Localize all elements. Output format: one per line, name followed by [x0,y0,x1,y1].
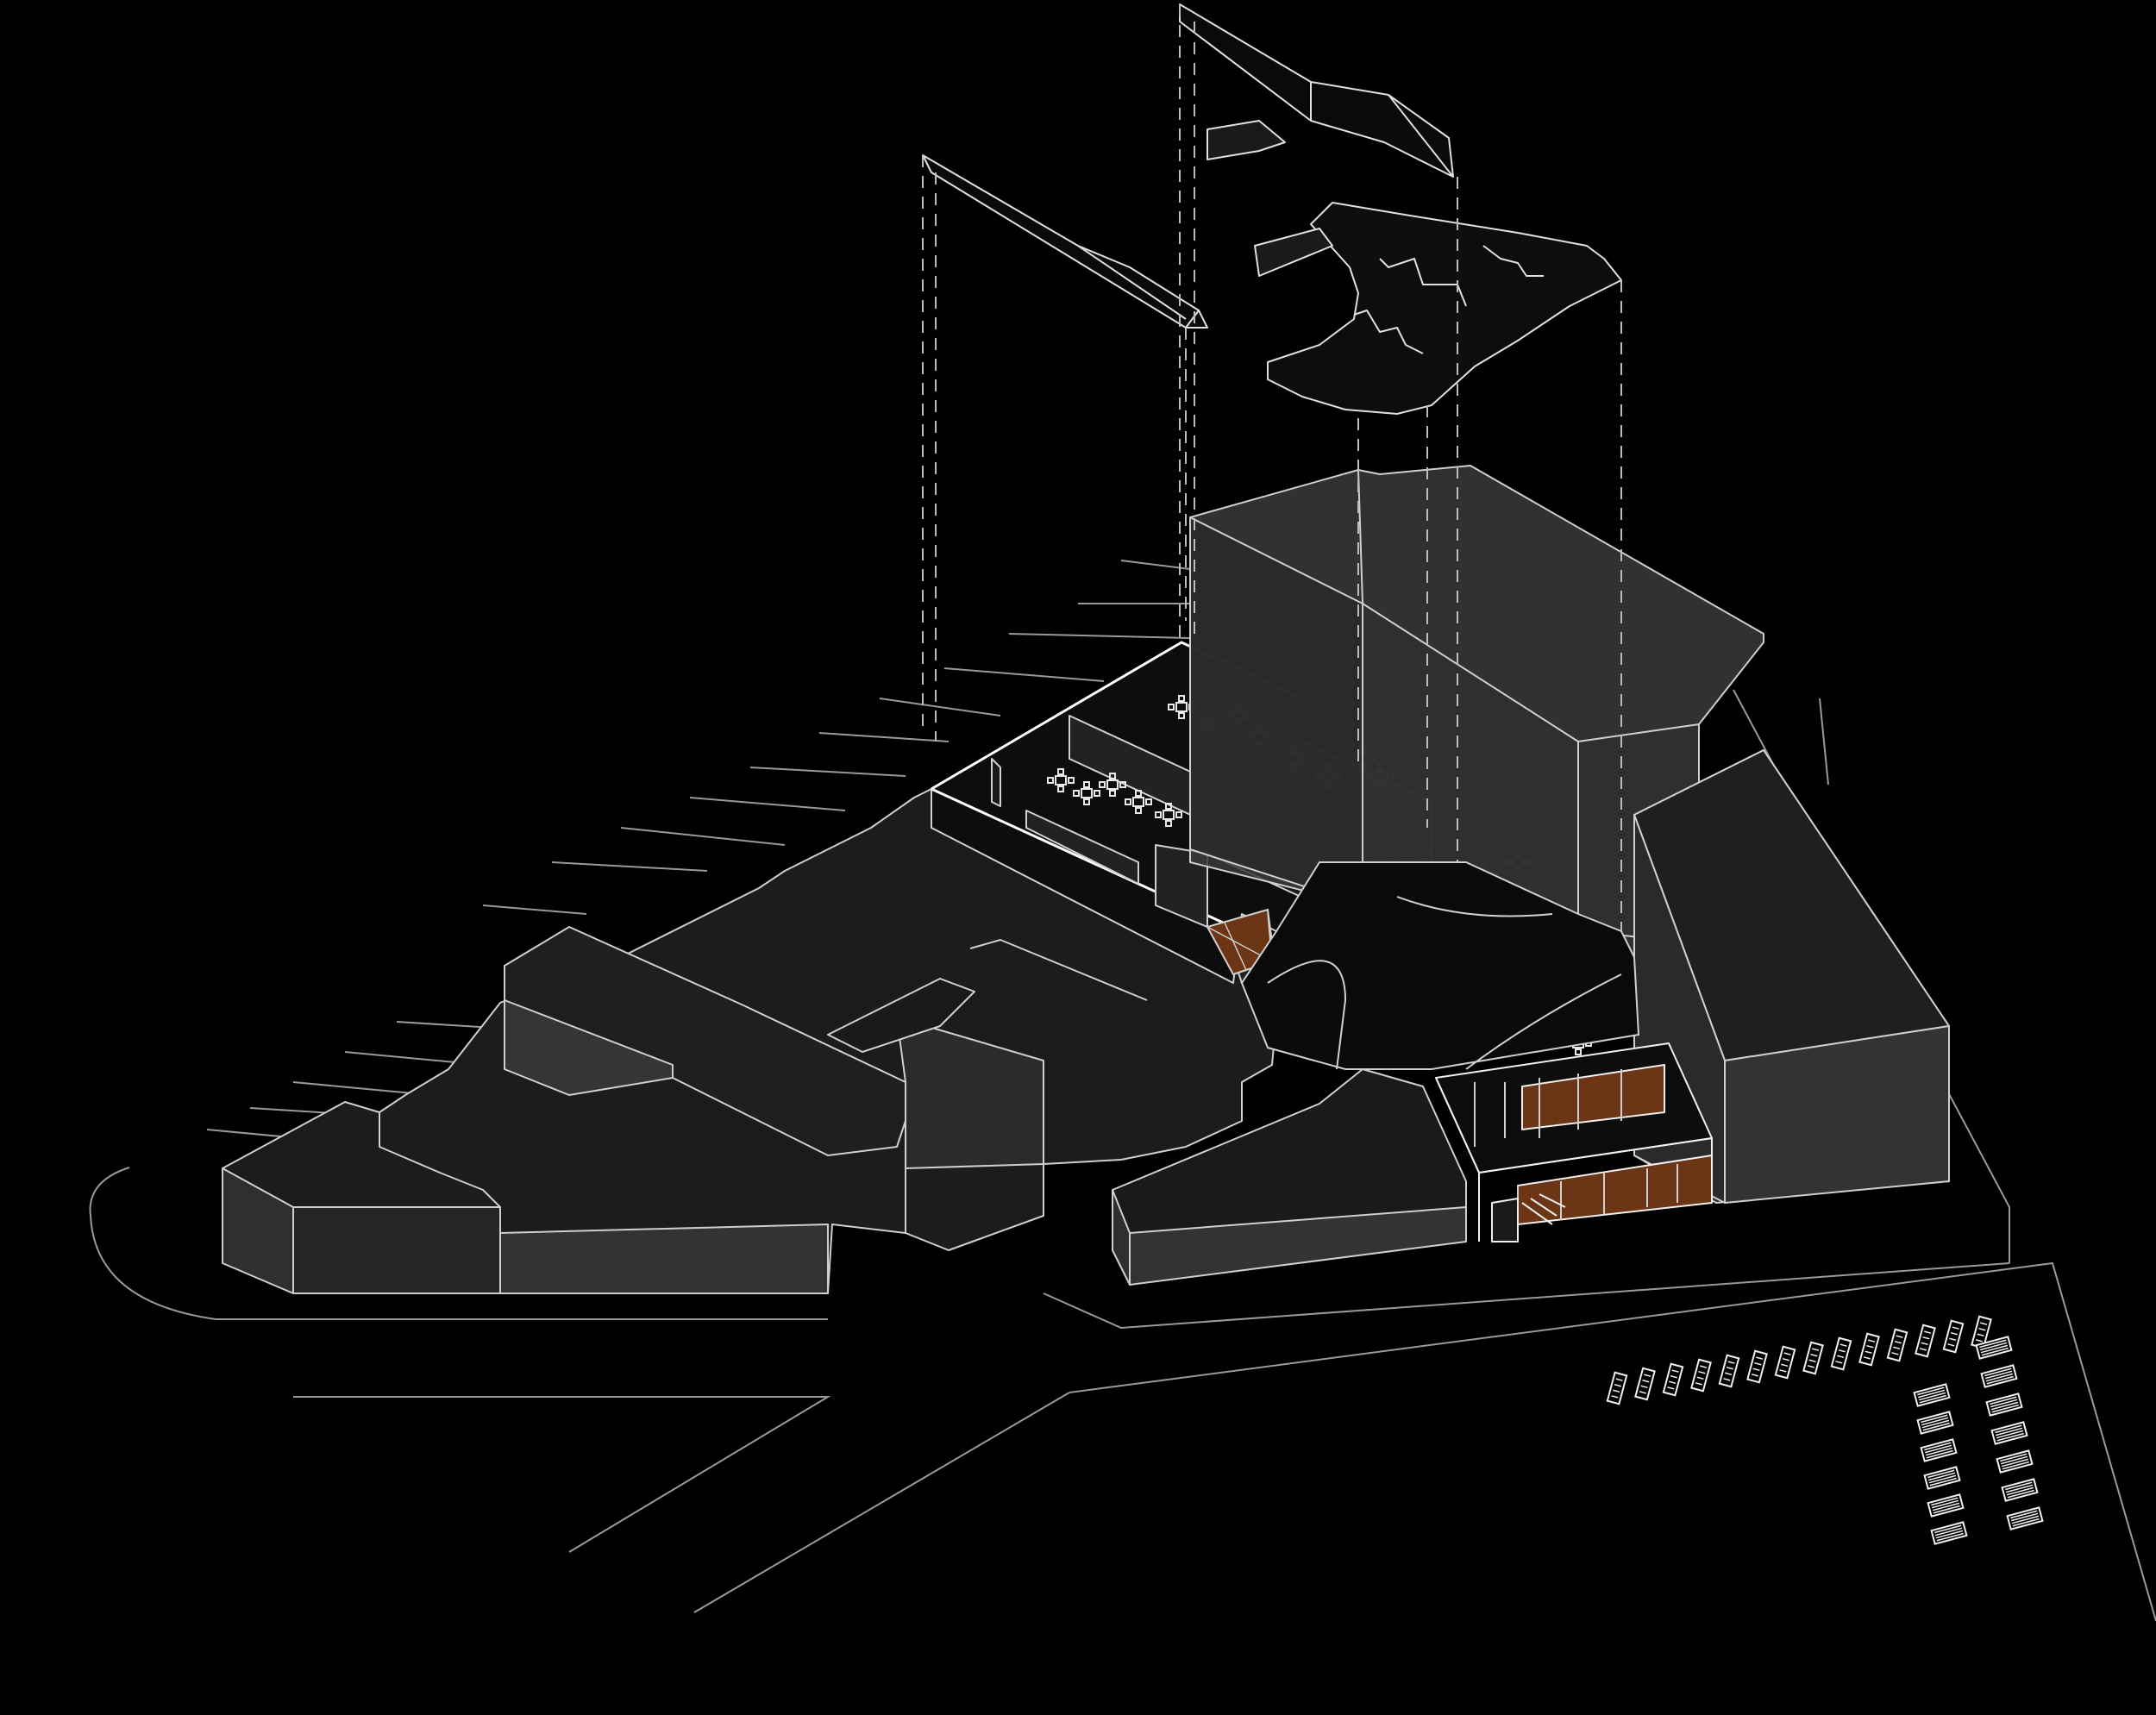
parking-stall [1927,1493,1965,1518]
parking-stall [1886,1328,1908,1362]
parking-stall [1830,1336,1852,1371]
parking-lot [1606,1315,2044,1545]
parking-stall [1662,1362,1684,1397]
tall-building-mass [1189,465,1764,984]
parking-stall [2001,1478,2039,1502]
parking-stall [1913,1383,1951,1407]
parking-stall [1942,1319,1965,1354]
table-glyph [1168,695,1195,719]
parking-stall [1718,1354,1740,1388]
courtyard-floor [1240,861,1640,1070]
parking-stall [1930,1521,1968,1545]
parking-stall [1774,1345,1796,1380]
projection-lines [922,4,1622,931]
parking-stall [1975,1336,2013,1360]
table-glyph [1073,781,1100,805]
parking-stall [1923,1466,1961,1490]
table-glyph [1155,803,1182,827]
parking-stall [1920,1438,1958,1462]
parking-stall [1606,1371,1628,1405]
parking-stall [1746,1349,1768,1384]
table-glyph [1047,768,1075,792]
table-glyph [1099,773,1126,797]
parking-stall [1690,1358,1712,1393]
parking-stall [1915,1324,1936,1358]
parking-stall [1985,1393,2023,1417]
front-low-mass [1112,1068,1467,1286]
parking-stall [1634,1367,1656,1401]
table-glyph [1125,790,1152,814]
parking-stall [1980,1364,2018,1388]
parking-stall [1916,1411,1954,1435]
parking-stall [1990,1421,2028,1445]
exploded-roof-plates [922,3,1622,415]
glass-pavilion [1435,1042,1713,1242]
parking-stall [2006,1506,2044,1530]
parking-stall [1858,1332,1880,1367]
parking-stall [1996,1449,2034,1474]
parking-stall [1802,1341,1824,1375]
